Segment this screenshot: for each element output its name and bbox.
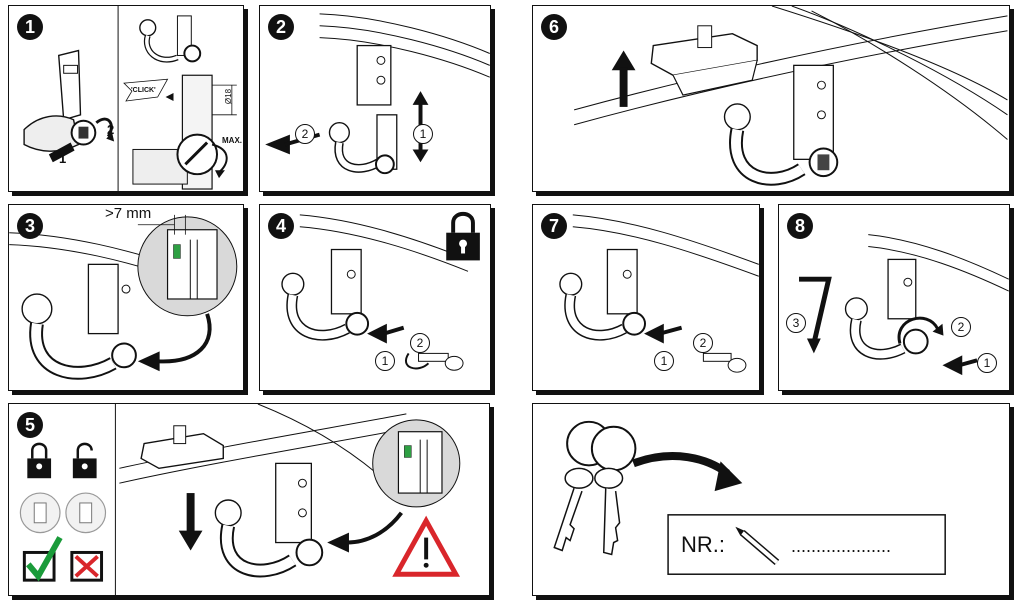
checkmark-icon (23, 539, 61, 582)
step-number: 2 (268, 14, 294, 40)
key-number-panel: NR.: .................... (532, 403, 1010, 596)
step-8-illustration (799, 234, 1009, 376)
step-number: 6 (541, 14, 567, 40)
step-2-illustration (265, 13, 490, 175)
step-5-panel: 5 (8, 403, 490, 596)
step-7-panel: 7 2 1 (532, 204, 760, 391)
callout-1: 1 (654, 351, 674, 371)
click-label: 'CLICK' (131, 87, 156, 94)
step-6-illustration (573, 6, 1008, 186)
callout-1: 1 (977, 353, 997, 373)
key-illustration (553, 420, 946, 575)
key-icon (553, 422, 643, 557)
step-number: 1 (17, 14, 43, 40)
step-number: 7 (541, 213, 567, 239)
padlock-closed-icon (26, 442, 50, 479)
diameter-label: Ø18 (224, 88, 234, 105)
step-number: 5 (17, 412, 43, 438)
padlock-closed-icon (448, 211, 482, 261)
max-label: MAX. (222, 136, 242, 145)
padlock-open-icon (72, 442, 96, 479)
cross-icon (71, 554, 101, 582)
step-5-illustration (19, 404, 461, 595)
step-3-illustration (9, 214, 238, 380)
nr-field[interactable]: .................... (791, 536, 892, 556)
step-3-panel: 3 >7 mm (8, 204, 244, 391)
callout-2: 2 (693, 333, 713, 353)
gap-label: >7 mm (105, 205, 152, 222)
callout-1: 1 (59, 151, 67, 166)
step-7-illustration (559, 214, 759, 373)
callout-3: 3 (786, 313, 806, 333)
callout-1: 1 (375, 351, 395, 371)
callout-2: 2 (295, 124, 315, 144)
step-number: 4 (268, 213, 294, 239)
nr-label: NR.: (681, 532, 725, 557)
step-number: 3 (17, 213, 43, 239)
step-8-panel: 8 2 1 3 (778, 204, 1010, 391)
callout-2: 2 (107, 122, 115, 137)
pen-icon (736, 528, 781, 568)
warning-icon (399, 522, 459, 576)
callout-2: 2 (951, 317, 971, 337)
step-2-panel: 2 2 1 (259, 5, 491, 192)
step-4-illustration (281, 211, 480, 371)
step-number: 8 (787, 213, 813, 239)
step-4-panel: 4 2 1 (259, 204, 491, 391)
callout-2: 2 (410, 333, 430, 353)
step-1-illustration (23, 6, 237, 191)
step-6-panel: 6 (532, 5, 1010, 192)
callout-1: 1 (413, 124, 433, 144)
step-1-panel: 1 1 2 'CLICK' Ø18 MAX. (8, 5, 244, 192)
